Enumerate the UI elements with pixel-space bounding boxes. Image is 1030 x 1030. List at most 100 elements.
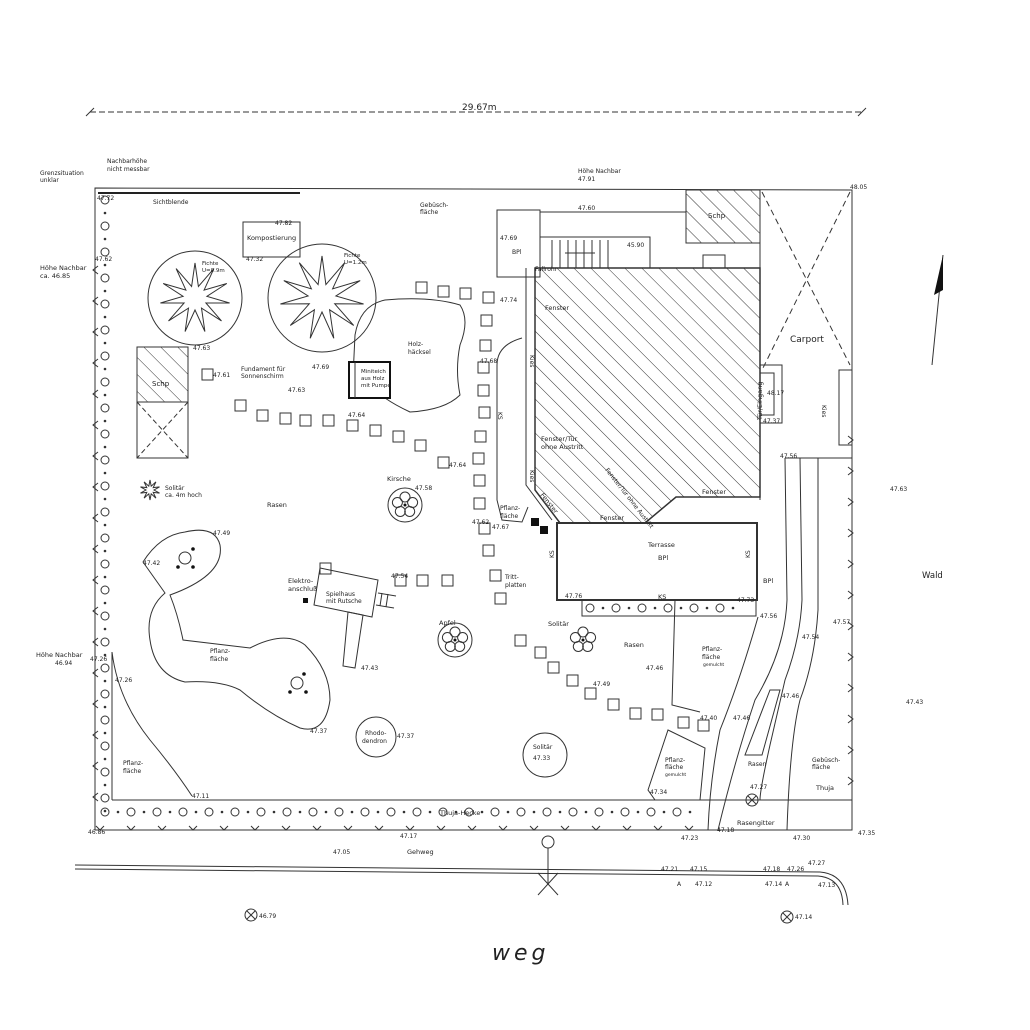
plan-label: Thuja-Hecke xyxy=(439,809,480,817)
hedge-plant xyxy=(585,603,595,613)
plan-label: 29.67m xyxy=(462,103,497,113)
plan-label: 47.64 xyxy=(449,462,466,469)
hedge-plant xyxy=(230,807,240,817)
fence-mark xyxy=(847,776,854,786)
plan-label: Gehweg xyxy=(407,848,434,856)
plan-label: 47.54 xyxy=(391,573,408,580)
stepping-stone xyxy=(478,406,491,419)
stepping-stone xyxy=(392,430,405,443)
street-light-icon xyxy=(244,908,258,922)
plan-label: ca. 46.85 xyxy=(40,272,70,280)
plan-label: KS xyxy=(745,550,752,558)
plan-label: unklar xyxy=(40,177,59,184)
hedge-plant xyxy=(100,481,110,491)
stepping-stone xyxy=(477,361,490,374)
plan-label: KS xyxy=(549,550,556,558)
hedge-plant xyxy=(646,807,656,817)
fence-mark xyxy=(405,825,415,831)
hedge-plant xyxy=(152,807,162,817)
hedge-plant xyxy=(386,807,396,817)
apple-tree xyxy=(437,622,473,658)
hedge-plant xyxy=(100,247,110,257)
stepping-stone xyxy=(459,287,472,300)
plan-label: U=1.2m xyxy=(344,260,367,266)
plan-label: Tritt- xyxy=(504,574,519,581)
plan-label: Fichte xyxy=(202,261,219,267)
fence-mark xyxy=(126,825,136,831)
plan-label: Miniteich xyxy=(361,369,386,375)
rain-barrel xyxy=(531,518,539,526)
stepping-stone xyxy=(482,291,495,304)
stepping-stone xyxy=(651,708,664,721)
window-marker xyxy=(702,254,726,269)
hedge-plant xyxy=(100,559,110,569)
fence-mark xyxy=(92,327,99,337)
hedge-plant xyxy=(100,195,110,205)
fence-mark xyxy=(560,825,570,831)
plan-label: dendron xyxy=(362,738,387,745)
fence-mark xyxy=(157,825,167,831)
stepping-stone xyxy=(474,430,487,443)
stepping-stone xyxy=(629,707,642,720)
plan-label: fläche xyxy=(812,764,831,771)
fence-mark xyxy=(92,296,99,306)
hedge-plant xyxy=(100,299,110,309)
fence-mark xyxy=(281,825,291,831)
fence-mark xyxy=(847,466,854,476)
hedge-plant xyxy=(516,807,526,817)
stepping-stone xyxy=(441,574,454,587)
plan-label: 47.72 xyxy=(97,195,114,202)
plan-label: Schp xyxy=(152,380,170,388)
plan-label: Fundament für xyxy=(241,366,286,373)
plan-label: BPl xyxy=(763,577,773,585)
fence-mark xyxy=(92,668,99,678)
planting-area-mulched-2 xyxy=(647,729,706,801)
plan-label: 47.37 xyxy=(397,733,414,740)
plan-label: Pflanz- xyxy=(210,648,230,655)
plan-label: 47.49 xyxy=(213,530,230,537)
plan-label: fläche xyxy=(210,656,229,663)
street-name-label: weg xyxy=(492,941,550,966)
plan-label: 47.63 xyxy=(193,345,210,352)
stepping-stone xyxy=(319,562,332,575)
fence-mark xyxy=(250,825,260,831)
plan-label: 47.14 xyxy=(765,881,782,888)
driveway xyxy=(707,457,852,831)
fence-mark xyxy=(436,825,446,831)
plan-label: 47.30 xyxy=(793,835,810,842)
hedge-plant xyxy=(100,689,110,699)
plan-label: Schp xyxy=(708,212,726,220)
stepping-stone xyxy=(415,281,428,294)
fence-mark xyxy=(92,792,99,802)
planting-bed-plants xyxy=(176,547,308,694)
stepping-stone xyxy=(201,368,214,381)
hedge-plant xyxy=(360,807,370,817)
plan-label: Fenster xyxy=(702,488,726,496)
fence-mark xyxy=(92,482,99,492)
plan-label: Rhodo- xyxy=(365,730,386,737)
plan-label: A xyxy=(677,881,682,888)
plan-label: Solitär xyxy=(548,620,569,628)
plan-label: fläche xyxy=(123,768,142,775)
hedge-plant xyxy=(100,507,110,517)
stepping-stone xyxy=(566,674,579,687)
hedge-plant xyxy=(689,603,699,613)
plan-label: 47.27 xyxy=(808,860,825,867)
plan-label: 47.91 xyxy=(578,176,595,183)
hedge-plant xyxy=(256,807,266,817)
plan-label: 47.69 xyxy=(500,235,517,242)
plan-label: 47.54 xyxy=(802,634,819,641)
plan-label: fläche xyxy=(665,764,684,771)
fence-mark xyxy=(92,761,99,771)
plan-label: Tür/Eingang xyxy=(756,382,764,421)
plan-label: Höhe Nachbar xyxy=(40,264,87,272)
plan-label: Terrasse xyxy=(647,541,675,549)
fence-mark xyxy=(591,825,601,831)
hedge-plant xyxy=(126,807,136,817)
plan-label: 45.90 xyxy=(627,242,644,249)
plan-label: 47.27 xyxy=(750,784,767,791)
stepping-stone xyxy=(346,419,359,432)
stepping-stone xyxy=(437,285,450,298)
plan-label: Apfel xyxy=(439,619,456,627)
